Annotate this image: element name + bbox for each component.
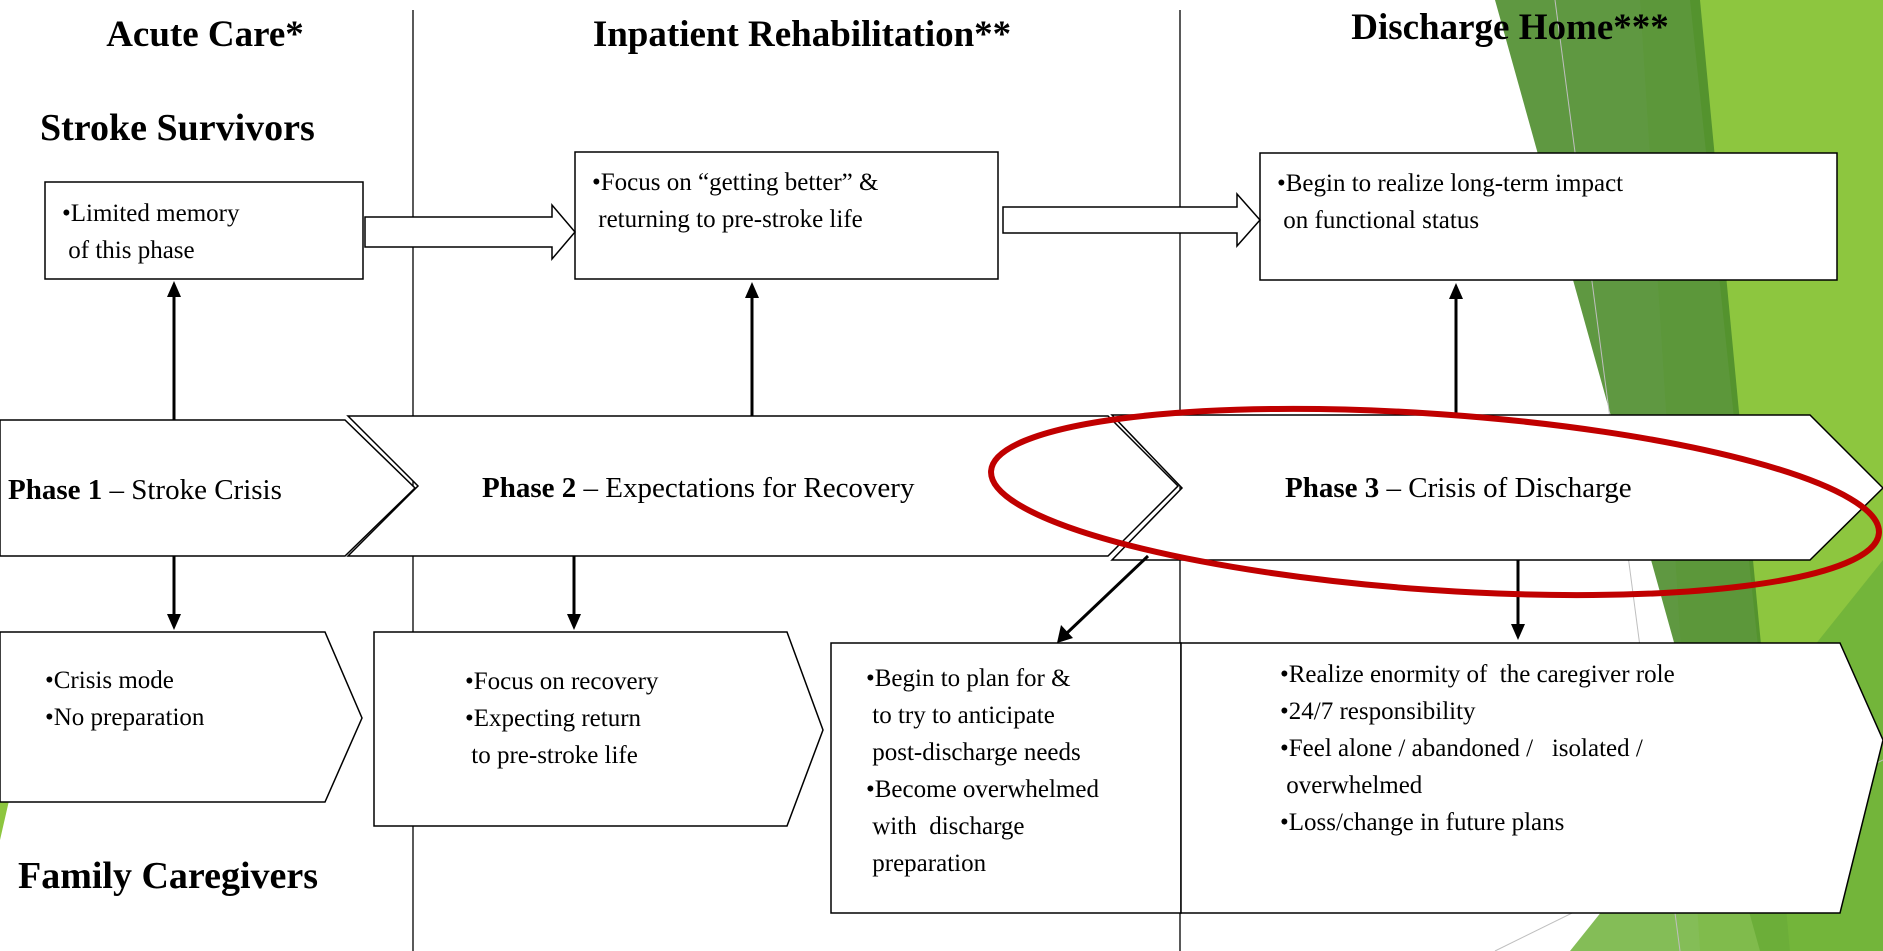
survivor-box-3-text: •Begin to realize long-term impact on fu… (0, 0, 1667, 234)
arrow-up-2-head (745, 282, 759, 298)
block-arrow-2 (1002, 192, 1262, 248)
arrow-down-1-head (167, 614, 181, 630)
caregiver-box-2-text: •Focus on recovery •Expecting return to … (0, 0, 702, 769)
phase-3-label: Phase 3 – Crisis of Discharge (1285, 472, 1632, 504)
caregiver-box-2: •Focus on recovery •Expecting return to … (0, 0, 824, 827)
arrow-down-2-head (567, 614, 581, 630)
caregiver-box-4-text: •Realize enormity of the caregiver role … (1280, 661, 1675, 836)
survivor-box-1-text: •Limited memory of this phase (0, 0, 283, 264)
column-header-inpatient: Inpatient Rehabilitation** (593, 14, 1011, 55)
arrow-down-4-head (1511, 624, 1525, 640)
phase-chevron-1: Phase 1 – Stroke Crisis (0, 419, 417, 557)
caregiver-box-3: •Begin to plan for & to try to anticipat… (830, 642, 1182, 914)
survivor-box-1: •Limited memory of this phase (0, 0, 364, 280)
phase-chevron-3: Phase 3 – Crisis of Discharge (1110, 414, 1883, 561)
phase-chevron-2: Phase 2 – Expectations for Recovery (346, 415, 1180, 557)
arrow-up-1-head (167, 281, 181, 297)
column-header-acute: Acute Care* (106, 14, 304, 55)
phase-1-label: Phase 1 – Stroke Crisis (8, 474, 282, 506)
caregiver-box-4: •Realize enormity of the caregiver role … (1180, 642, 1883, 914)
caregiver-box-1: •Crisis mode •No preparation (0, 0, 363, 803)
caregiver-box-1-text: •Crisis mode •No preparation (0, 0, 236, 731)
survivor-box-2: •Focus on “getting better” & returning t… (0, 0, 999, 280)
arrow-diag (1065, 554, 1150, 635)
arrow-up-3-head (1449, 283, 1463, 299)
arrow-diag-head (1057, 625, 1073, 643)
survivor-box-3: •Begin to realize long-term impact on fu… (0, 0, 1838, 281)
section-label-survivors: Stroke Survivors (40, 107, 315, 149)
survivor-box-2-text: •Focus on “getting better” & returning t… (0, 0, 922, 233)
section-label-caregivers: Family Caregivers (18, 855, 318, 897)
column-header-discharge: Discharge Home*** (1351, 7, 1669, 48)
block-arrow-1 (364, 202, 576, 262)
highlight-ellipse (988, 405, 1882, 599)
phase-2-label: Phase 2 – Expectations for Recovery (482, 472, 915, 504)
caregiver-box-3-text: •Begin to plan for & to try to anticipat… (866, 665, 1099, 877)
